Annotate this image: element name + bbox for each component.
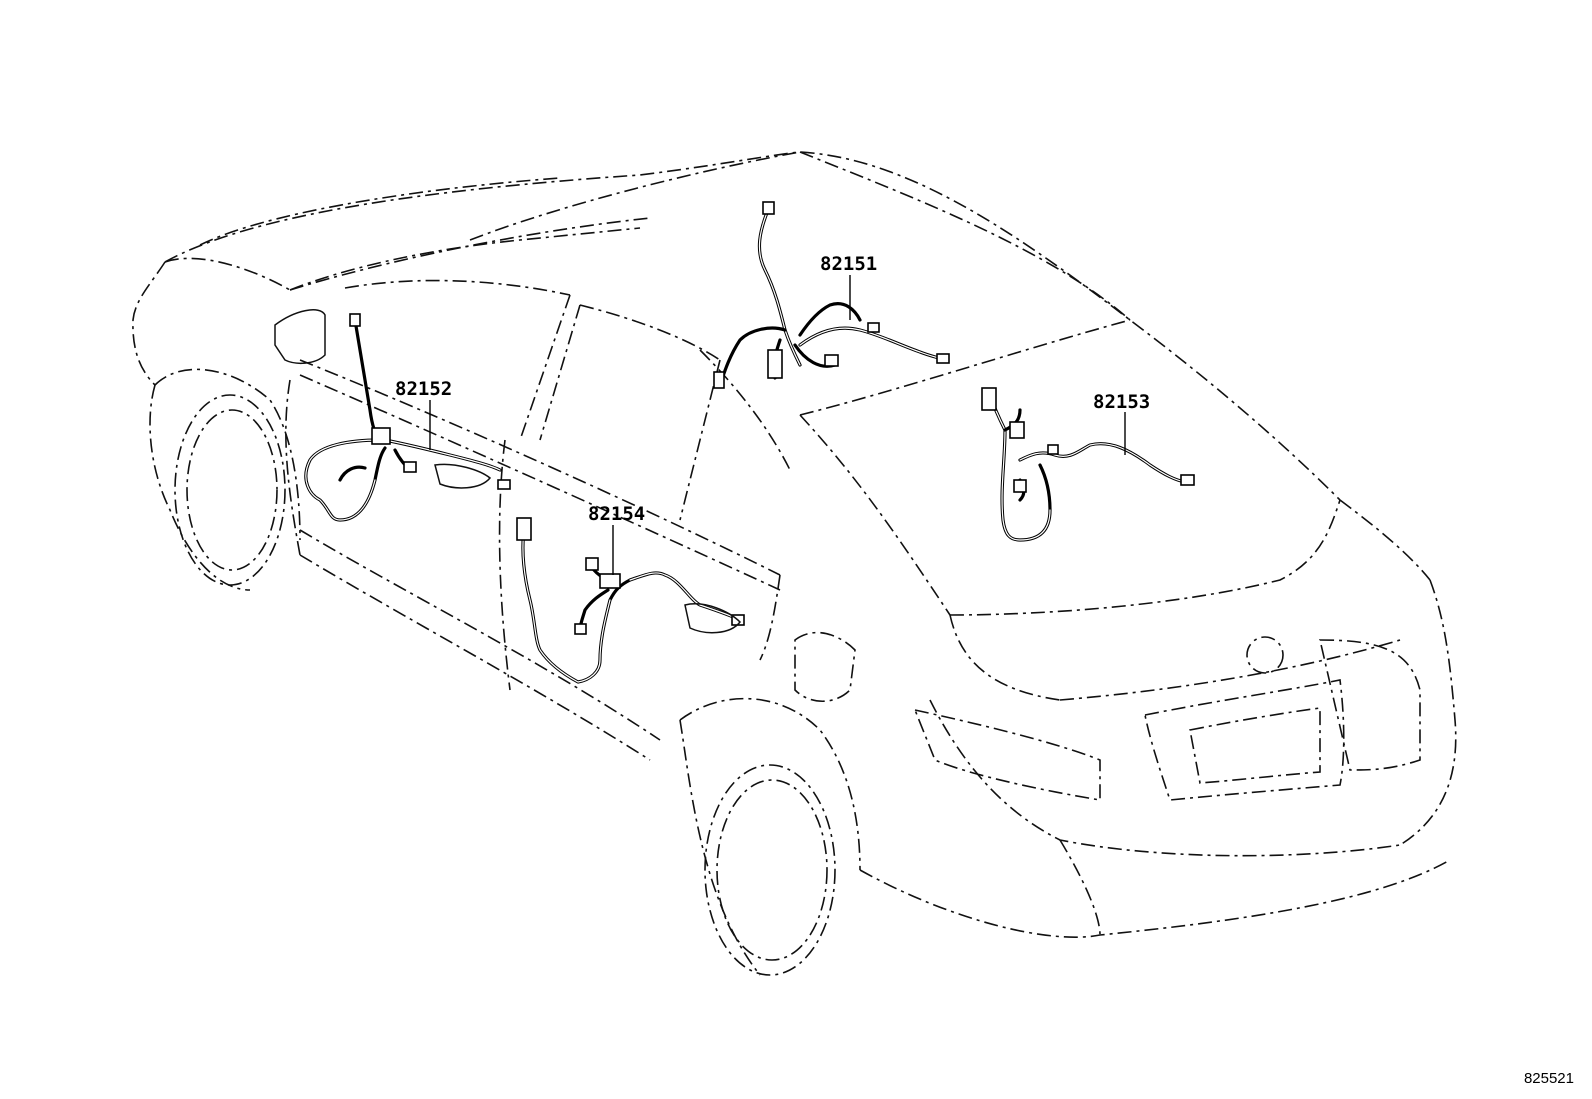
connector-82152-small bbox=[403, 461, 417, 473]
connector-82154-small bbox=[574, 623, 587, 635]
connector-82154-upper bbox=[585, 557, 599, 571]
part-label-82154: 82154 bbox=[588, 503, 645, 525]
door-handle-front bbox=[434, 463, 492, 489]
harness-82154: 82154 bbox=[516, 503, 745, 684]
connector-82151-lower bbox=[824, 354, 839, 367]
part-label-82152: 82152 bbox=[395, 378, 452, 400]
door-handle-rear bbox=[684, 603, 741, 634]
connector-82151-mid bbox=[867, 322, 880, 333]
harness-82152: 82152 bbox=[304, 313, 511, 522]
harness-82151: 82151 bbox=[713, 201, 950, 389]
connector-82152-top bbox=[349, 313, 361, 327]
car-body-outline bbox=[132, 151, 1457, 976]
connector-82152-body bbox=[371, 427, 391, 445]
diagram-id-number: 825521 bbox=[1523, 1070, 1574, 1087]
connector-82153-mid bbox=[1013, 479, 1027, 493]
connector-82153-branch bbox=[1047, 444, 1059, 455]
connector-82154-clip bbox=[599, 573, 621, 589]
connector-82151-top bbox=[762, 201, 775, 215]
harness-82153: 82153 bbox=[981, 387, 1195, 542]
connector-82153-clip bbox=[1009, 421, 1025, 439]
connector-82152-end bbox=[497, 479, 511, 490]
connector-82153-top bbox=[981, 387, 997, 411]
part-label-82151: 82151 bbox=[820, 253, 877, 275]
connector-82154-top bbox=[516, 517, 532, 541]
part-label-82153: 82153 bbox=[1093, 391, 1150, 413]
connector-82151-right bbox=[936, 353, 950, 364]
connector-82153-end bbox=[1180, 474, 1195, 486]
connector-82151-left bbox=[713, 371, 725, 389]
connector-82151-clip bbox=[767, 349, 783, 379]
